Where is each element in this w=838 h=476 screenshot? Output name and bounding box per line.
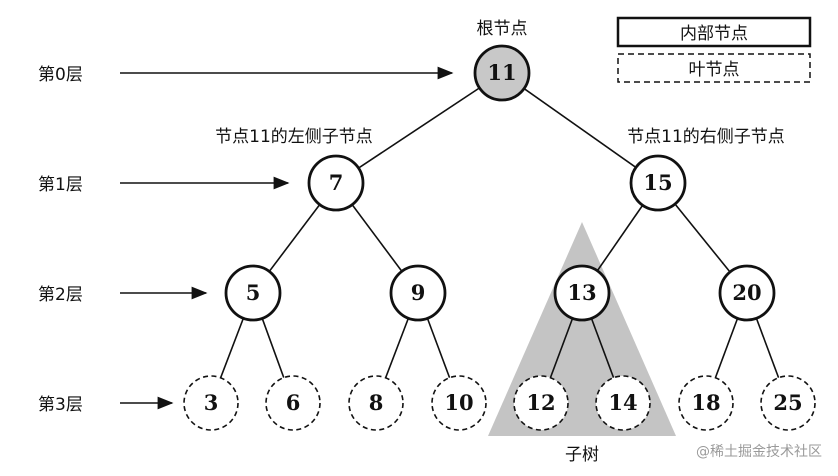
node-circle-20 (718, 264, 776, 322)
tree-node-3: 3 (183, 375, 239, 431)
node-circle-10 (431, 375, 487, 431)
node-label-18: 18 (691, 390, 720, 415)
node-label-14: 14 (608, 390, 637, 415)
node-label-13: 13 (567, 280, 596, 305)
node-label-12: 12 (526, 390, 555, 415)
root-label: 根节点 (477, 19, 528, 39)
level-1-label: 第1层 (38, 175, 83, 195)
node-circle-14 (595, 375, 651, 431)
node-circle-7 (307, 154, 365, 212)
tree-node-5: 5 (224, 264, 282, 322)
node-label-15: 15 (643, 170, 672, 195)
node-label-7: 7 (329, 170, 344, 195)
tree-edges (210, 72, 789, 404)
node-circle-13 (553, 264, 611, 322)
node-label-3: 3 (204, 390, 219, 415)
node-label-5: 5 (246, 280, 261, 305)
level-2-label: 第2层 (38, 285, 83, 305)
node-circle-3 (183, 375, 239, 431)
node-label-10: 10 (444, 390, 473, 415)
level-3-label: 第3层 (38, 395, 83, 415)
node-label-9: 9 (411, 280, 426, 305)
node-circle-9 (389, 264, 447, 322)
node-circle-18 (678, 375, 734, 431)
tree-nodes: 11 7 15 5 9 13 20 3 6 8 10 12 14 18 25 (183, 44, 816, 431)
legend-internal-label: 内部节点 (680, 24, 748, 44)
node-circle-15 (629, 154, 687, 212)
node-circle-11 (473, 44, 531, 102)
left-child-annotation: 节点11的左侧子节点 (215, 127, 373, 147)
node-label-8: 8 (369, 390, 384, 415)
watermark: @稀土掘金技术社区 (696, 444, 822, 460)
node-label-20: 20 (732, 280, 761, 305)
node-label-6: 6 (286, 390, 301, 415)
right-child-annotation: 节点11的右侧子节点 (627, 127, 785, 147)
edge-n11-n15 (501, 72, 659, 184)
legend-leaf-label: 叶节点 (689, 60, 740, 80)
level-labels: 第0层 第1层 第2层 第3层 (38, 65, 454, 415)
legend: 内部节点 叶节点 (616, 16, 812, 83)
node-label-25: 25 (773, 390, 802, 415)
node-circle-25 (760, 375, 816, 431)
tree-node-10: 10 (431, 375, 487, 431)
tree-node-20: 20 (718, 264, 776, 322)
tree-node-13: 13 (553, 264, 611, 322)
subtree-label: 子树 (565, 445, 599, 465)
tree-node-9: 9 (389, 264, 447, 322)
level-0-label: 第0层 (38, 65, 83, 85)
node-circle-12 (513, 375, 569, 431)
tree-node-7: 7 (307, 154, 365, 212)
node-circle-5 (224, 264, 282, 322)
tree-node-18: 18 (678, 375, 734, 431)
node-circle-6 (265, 375, 321, 431)
tree-node-25: 25 (760, 375, 816, 431)
tree-node-6: 6 (265, 375, 321, 431)
legend-leaf-box (617, 53, 811, 83)
tree-node-8: 8 (348, 375, 404, 431)
edge-n11-n7 (335, 72, 503, 184)
tree-node-14: 14 (595, 375, 651, 431)
legend-internal-box (616, 16, 812, 48)
node-circle-8 (348, 375, 404, 431)
tree-node-11: 11 (473, 44, 531, 102)
tree-node-15: 15 (629, 154, 687, 212)
node-label-11: 11 (487, 60, 516, 85)
tree-node-12: 12 (513, 375, 569, 431)
